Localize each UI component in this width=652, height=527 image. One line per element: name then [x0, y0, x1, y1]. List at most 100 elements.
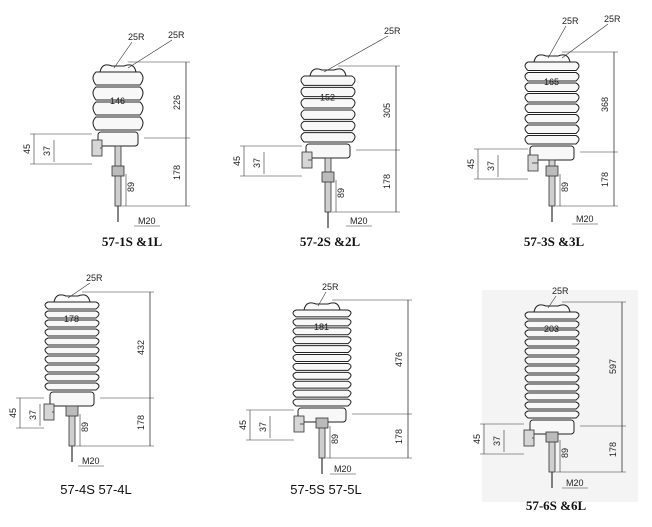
- model-caption: 57-2S &2L: [300, 234, 361, 249]
- insulator-shed: [524, 61, 580, 71]
- insulator-shed: [524, 329, 580, 338]
- insulator-shed: [44, 364, 100, 373]
- mounting-stud: [324, 157, 332, 213]
- radius-label: 25R: [86, 273, 103, 283]
- stud-length-label: 89: [560, 448, 570, 458]
- insulator-head: [309, 68, 347, 77]
- insulator-shed: [92, 101, 144, 116]
- radius-label: 25R: [604, 14, 621, 24]
- insulator-shed: [300, 86, 356, 98]
- insulator-shed: [300, 120, 356, 132]
- neck-height-label: 37: [492, 436, 502, 446]
- height-label: 597: [608, 359, 618, 374]
- clamp-height-label: 45: [8, 408, 18, 418]
- insulator-head: [533, 304, 571, 313]
- radius-leader: [323, 35, 389, 73]
- thread-label: M20: [576, 214, 594, 224]
- stud-nut: [65, 405, 79, 417]
- insulator-base-collar: [97, 131, 139, 147]
- insulator-head: [303, 302, 341, 311]
- stud-length-label: 89: [336, 188, 346, 198]
- insulator-shed: [292, 371, 352, 380]
- neck-height-label: 37: [486, 161, 496, 171]
- insulator-shed: [292, 398, 352, 407]
- insulator-shed: [524, 72, 580, 82]
- insulator-shed: [44, 310, 100, 319]
- radius-label: 25R: [168, 30, 185, 40]
- clamp-height-label: 45: [232, 156, 242, 166]
- insulator-shed: [524, 392, 580, 401]
- height-label: 432: [136, 340, 146, 355]
- model-caption: 57-1S &1L: [102, 234, 163, 249]
- radius-leader: [113, 41, 133, 69]
- thread-label: M20: [138, 216, 156, 226]
- clamp-height-label: 45: [238, 420, 248, 430]
- stud-nut: [315, 417, 329, 429]
- clamp-height-label: 45: [22, 144, 32, 154]
- insulator-shed: [44, 382, 100, 391]
- height-label: 476: [394, 352, 404, 367]
- diameter-label: 146: [110, 96, 125, 106]
- diameter-label: 178: [64, 314, 79, 324]
- insulator-shed: [524, 338, 580, 347]
- thread-label: M20: [350, 216, 368, 226]
- lower-height-label: 178: [136, 415, 146, 430]
- insulator-shed: [44, 346, 100, 355]
- insulator-shed: [292, 327, 352, 336]
- insulator-shed: [44, 328, 100, 337]
- insulator-shed: [44, 301, 100, 310]
- insulator-shed: [524, 347, 580, 356]
- height-label: 305: [382, 103, 392, 118]
- insulator-shed: [524, 124, 580, 134]
- radius-leader: [561, 23, 609, 59]
- insulator-shed: [524, 374, 580, 383]
- diameter-label: 181: [314, 322, 329, 332]
- clamp-height-label: 45: [472, 434, 482, 444]
- radius-leader: [127, 39, 173, 69]
- height-label: 226: [172, 95, 182, 110]
- insulator-shed: [44, 319, 100, 328]
- radius-label: 25R: [552, 286, 569, 296]
- insulator-shed: [524, 320, 580, 329]
- insulator-shed: [44, 355, 100, 364]
- stud-nut: [545, 165, 559, 177]
- stud-nut: [545, 431, 559, 443]
- radius-leader: [547, 25, 567, 59]
- model-caption: 57-3S &3L: [524, 234, 585, 249]
- insulator-shed: [524, 114, 580, 124]
- insulator-head: [53, 294, 91, 303]
- insulator-shed: [300, 75, 356, 86]
- thread-label: M20: [334, 464, 352, 474]
- insulator-shed: [300, 109, 356, 120]
- insulator-head: [533, 54, 571, 63]
- radius-label: 25R: [384, 26, 401, 36]
- clamp-height-label: 45: [466, 159, 476, 169]
- insulator-shed: [292, 362, 352, 371]
- insulator-shed: [292, 309, 352, 318]
- lower-height-label: 178: [382, 174, 392, 189]
- insulator-head: [99, 64, 137, 73]
- model-caption: 57-4S 57-4L: [60, 482, 132, 497]
- insulator-shed: [524, 311, 580, 320]
- insulator-shed: [300, 132, 356, 143]
- lower-height-label: 178: [172, 165, 182, 180]
- thread-label: M20: [566, 478, 584, 488]
- insulator-base-collar: [305, 143, 351, 159]
- insulator-shed: [524, 135, 580, 145]
- insulator-shed: [524, 401, 580, 410]
- stud-length-label: 89: [80, 422, 90, 432]
- diameter-label: 165: [544, 77, 559, 87]
- stud-length-label: 89: [560, 182, 570, 192]
- lower-height-label: 178: [608, 442, 618, 457]
- diameter-label: 152: [320, 93, 335, 103]
- insulator-shed: [292, 318, 352, 327]
- insulator-shed: [524, 103, 580, 113]
- radius-label: 25R: [322, 282, 339, 292]
